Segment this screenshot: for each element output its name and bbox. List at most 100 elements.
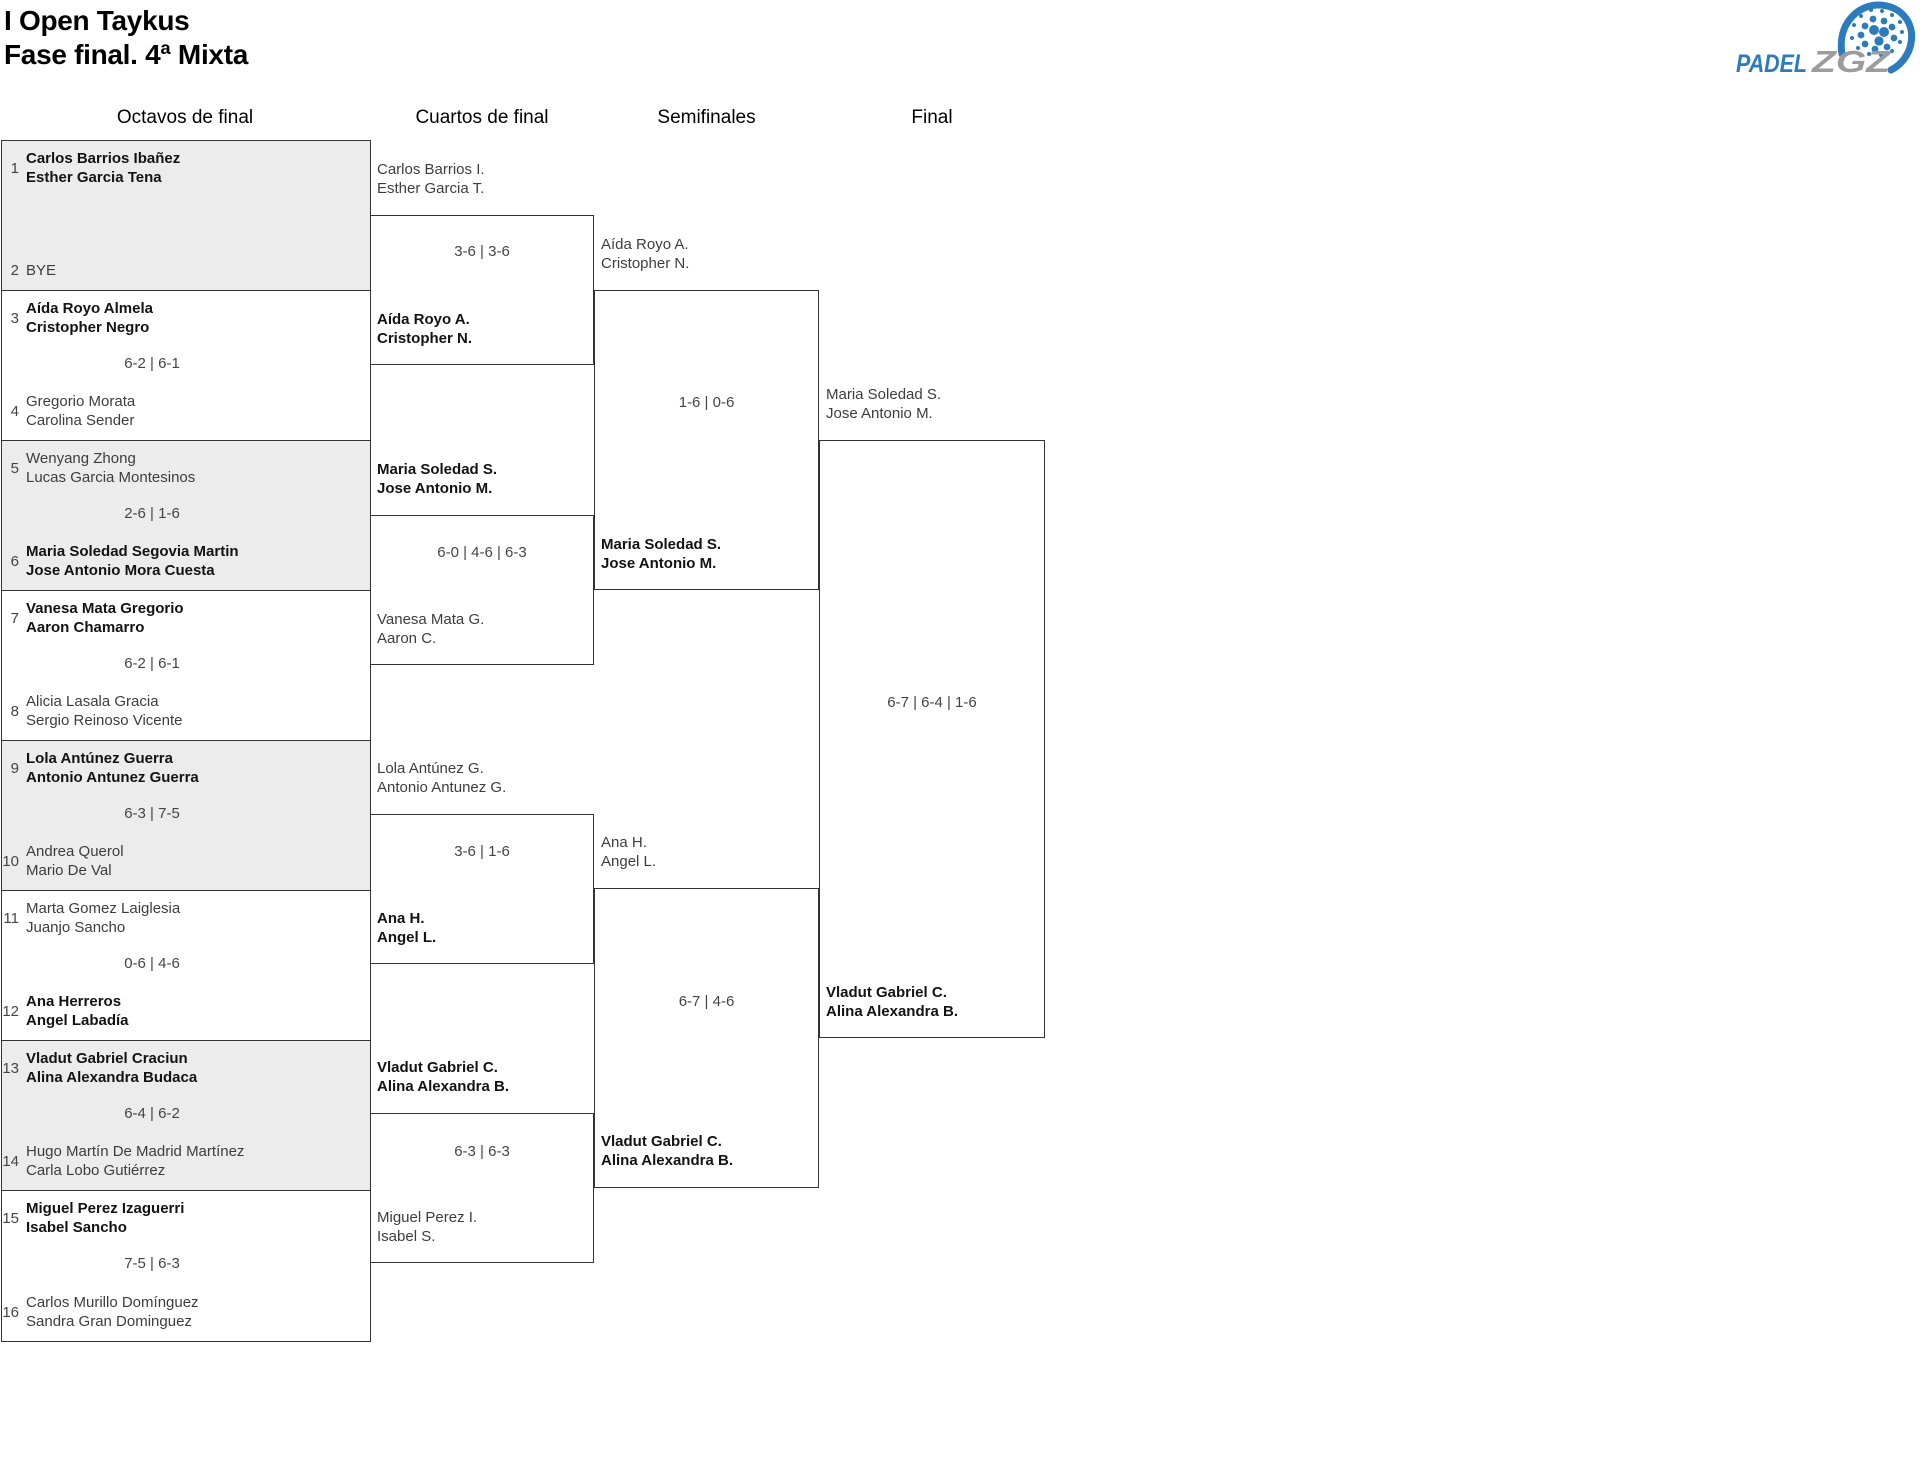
team-names: Vanesa Mata G. Aaron C.	[377, 610, 593, 648]
team-member-name: Cristopher N.	[377, 330, 473, 347]
team-names: Miguel Perez Izaguerri Isabel Sancho	[26, 1199, 184, 1237]
team-names: Lola Antúnez Guerra Antonio Antunez Guer…	[26, 749, 199, 787]
team-member-name: Angel L.	[601, 853, 657, 870]
team-names: Vanesa Mata Gregorio Aaron Chamarro	[26, 599, 184, 637]
logo-dots-icon	[1850, 8, 1904, 57]
team-member-name: Carlos Barrios Ibañez	[26, 150, 181, 167]
team-member-name: Maria Soledad S.	[826, 386, 942, 403]
team-member-name: Aída Royo A.	[601, 236, 689, 253]
team-member-name: Gregorio Morata	[26, 393, 136, 410]
team-names: Carlos Murillo Domínguez Sandra Gran Dom…	[26, 1293, 199, 1331]
match-score: 6-7 | 4-6	[678, 993, 735, 1010]
team-member-name: Wenyang Zhong	[26, 450, 136, 467]
bracket-octavos-column: 1 Carlos Barrios Ibañez Esther Garcia Te…	[1, 140, 371, 1342]
team-names: Aída Royo Almela Cristopher Negro	[26, 299, 153, 337]
team-member-name: Carolina Sender	[26, 412, 135, 429]
logo-wordmark-padel: PADEL	[1736, 50, 1807, 78]
team-member-name: Esther Garcia Tena	[26, 169, 162, 186]
cuartos-match-3-box	[370, 814, 594, 964]
seed-number: 6	[10, 552, 19, 570]
seed-number: 15	[2, 1209, 19, 1227]
seed-number: 3	[10, 309, 19, 327]
team-member-name: Vladut Gabriel C.	[601, 1133, 722, 1150]
team-member-name: Carlos Barrios I.	[377, 161, 485, 178]
team-member-name: Lucas Garcia Montesinos	[26, 469, 196, 486]
team-member-name: Juanjo Sancho	[26, 919, 126, 936]
team-member-name: Miguel Perez Izaguerri	[26, 1200, 185, 1217]
team-names: Gregorio Morata Carolina Sender	[26, 392, 135, 430]
team-names: Ana H. Angel L.	[601, 833, 817, 871]
round-header-final: Final	[911, 107, 953, 128]
team-names: Hugo Martín De Madrid Martínez Carla Lob…	[26, 1142, 244, 1180]
team-names: Carlos Barrios I. Esther Garcia T.	[377, 160, 593, 198]
team-member-name: Alicia Lasala Gracia	[26, 693, 159, 710]
team-names: Aída Royo A. Cristopher N.	[377, 310, 593, 348]
team-member-name: Aaron Chamarro	[26, 619, 145, 636]
match-score: 6-0 | 4-6 | 6-3	[437, 544, 527, 561]
cuartos-match-2-box	[370, 515, 594, 665]
team-member-name: Jose Antonio M.	[377, 480, 493, 497]
round-header-cuartos: Cuartos de final	[415, 107, 549, 128]
team-names: Carlos Barrios Ibañez Esther Garcia Tena	[26, 149, 180, 187]
match-score: 1-6 | 0-6	[678, 394, 735, 411]
final-box	[819, 440, 1045, 1038]
team-member-name: Vanesa Mata G.	[377, 611, 485, 628]
team-names: Andrea Querol Mario De Val	[26, 842, 124, 880]
team-member-name: Alina Alexandra Budaca	[26, 1069, 198, 1086]
team-member-name: Miguel Perez I.	[377, 1209, 478, 1226]
team-member-name: Sandra Gran Dominguez	[26, 1313, 192, 1330]
team-names: Maria Soledad S. Jose Antonio M.	[377, 460, 593, 498]
octavos-match-6: 11 Marta Gomez Laiglesia Juanjo Sancho 0…	[2, 891, 370, 1041]
octavos-match-1: 1 Carlos Barrios Ibañez Esther Garcia Te…	[2, 141, 370, 291]
seed-number: 11	[3, 909, 19, 927]
team-member-name: Carlos Murillo Domínguez	[26, 1294, 199, 1311]
team-member-name: Maria Soledad S.	[601, 536, 722, 553]
team-member-name: Hugo Martín De Madrid Martínez	[26, 1143, 245, 1160]
match-score: 3-6 | 3-6	[454, 243, 510, 260]
match-score: 6-4 | 6-2	[124, 1105, 180, 1122]
team-member-name: Alina Alexandra B.	[377, 1078, 509, 1095]
octavos-match-7: 13 Vladut Gabriel Craciun Alina Alexandr…	[2, 1041, 370, 1191]
team-member-name: Maria Soledad S.	[377, 461, 498, 478]
seed-number: 2	[10, 262, 19, 279]
team-names: Vladut Gabriel C. Alina Alexandra B.	[377, 1058, 593, 1096]
team-names: Vladut Gabriel C. Alina Alexandra B.	[826, 983, 1042, 1021]
team-member-name: Alina Alexandra B.	[826, 1003, 958, 1020]
octavos-match-5: 9 Lola Antúnez Guerra Antonio Antunez Gu…	[2, 741, 370, 891]
team-names: Maria Soledad S. Jose Antonio M.	[826, 385, 1042, 423]
team-member-name: Aída Royo Almela	[26, 300, 153, 317]
team-member-name: Antonio Antunez G.	[377, 779, 507, 796]
team-names: Ana H. Angel L.	[377, 909, 593, 947]
tournament-title: I Open Taykus	[4, 5, 190, 36]
team-names: Marta Gomez Laiglesia Juanjo Sancho	[26, 899, 180, 937]
seed-number: 1	[10, 159, 19, 177]
logo-wordmark-zgz: ZGZ	[1811, 44, 1892, 79]
octavos-match-8: 15 Miguel Perez Izaguerri Isabel Sancho …	[2, 1191, 370, 1341]
team-member-name: Vanesa Mata Gregorio	[26, 600, 184, 617]
seed-number: 7	[10, 609, 19, 627]
round-header-octavos: Octavos de final	[116, 107, 254, 128]
team-names: Maria Soledad S. Jose Antonio M.	[601, 535, 817, 573]
team-member-name: Esther Garcia T.	[377, 180, 485, 197]
match-score: 2-6 | 1-6	[124, 505, 180, 522]
team-names: Alicia Lasala Gracia Sergio Reinoso Vice…	[26, 692, 183, 730]
cuartos-match-4-box	[370, 1113, 594, 1263]
seed-number: 14	[2, 1152, 19, 1170]
padelzgz-logo[interactable]: PADEL ZGZ	[1734, 0, 1916, 92]
team-member-name: Mario De Val	[26, 862, 112, 879]
team-member-name: Isabel Sancho	[26, 1219, 127, 1236]
team-member-name: BYE	[26, 262, 57, 279]
team-names: Ana Herreros Angel Labadía	[26, 992, 129, 1030]
match-score: 3-6 | 1-6	[454, 843, 510, 860]
team-member-name: Lola Antúnez Guerra	[26, 750, 173, 767]
team-names: Aída Royo A. Cristopher N.	[601, 235, 817, 273]
team-names: Lola Antúnez G. Antonio Antunez G.	[377, 759, 593, 797]
team-member-name: Carla Lobo Gutiérrez	[26, 1162, 166, 1179]
team-member-name: Antonio Antunez Guerra	[26, 769, 199, 786]
team-member-name: Ana H.	[601, 834, 647, 851]
team-names: BYE	[26, 261, 56, 280]
team-names: Wenyang Zhong Lucas Garcia Montesinos	[26, 449, 195, 487]
team-names: Maria Soledad Segovia Martin Jose Antoni…	[26, 542, 239, 580]
team-member-name: Andrea Querol	[26, 843, 124, 860]
team-member-name: Maria Soledad Segovia Martin	[26, 543, 239, 560]
